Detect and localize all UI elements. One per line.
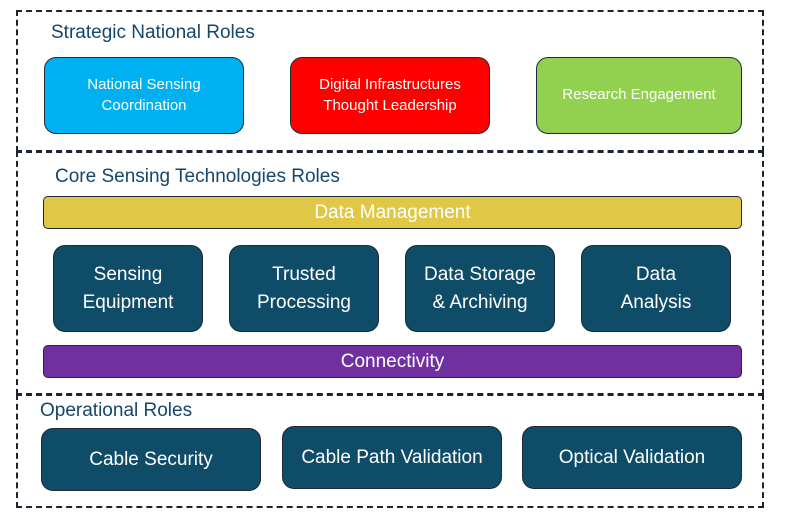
optical-validation-box: Optical Validation bbox=[522, 426, 742, 489]
data-storage-archiving-box: Data Storage & Archiving bbox=[405, 245, 555, 332]
core-section-title: Core Sensing Technologies Roles bbox=[55, 166, 340, 187]
research-engagement-box: Research Engagement bbox=[536, 57, 742, 134]
strategic-section-title: Strategic National Roles bbox=[51, 22, 255, 43]
cable-security-box: Cable Security bbox=[41, 428, 261, 491]
data-management-bar: Data Management bbox=[43, 196, 742, 229]
sensing-equipment-box: Sensing Equipment bbox=[53, 245, 203, 332]
national-sensing-coordination-box: National Sensing Coordination bbox=[44, 57, 244, 134]
trusted-processing-box: Trusted Processing bbox=[229, 245, 379, 332]
connectivity-bar: Connectivity bbox=[43, 345, 742, 378]
cable-path-validation-box: Cable Path Validation bbox=[282, 426, 502, 489]
digital-infrastructures-thought-leadership-box: Digital Infrastructures Thought Leadersh… bbox=[290, 57, 490, 134]
data-analysis-box: Data Analysis bbox=[581, 245, 731, 332]
operational-roles-section bbox=[16, 394, 764, 508]
operational-section-title: Operational Roles bbox=[40, 400, 193, 421]
